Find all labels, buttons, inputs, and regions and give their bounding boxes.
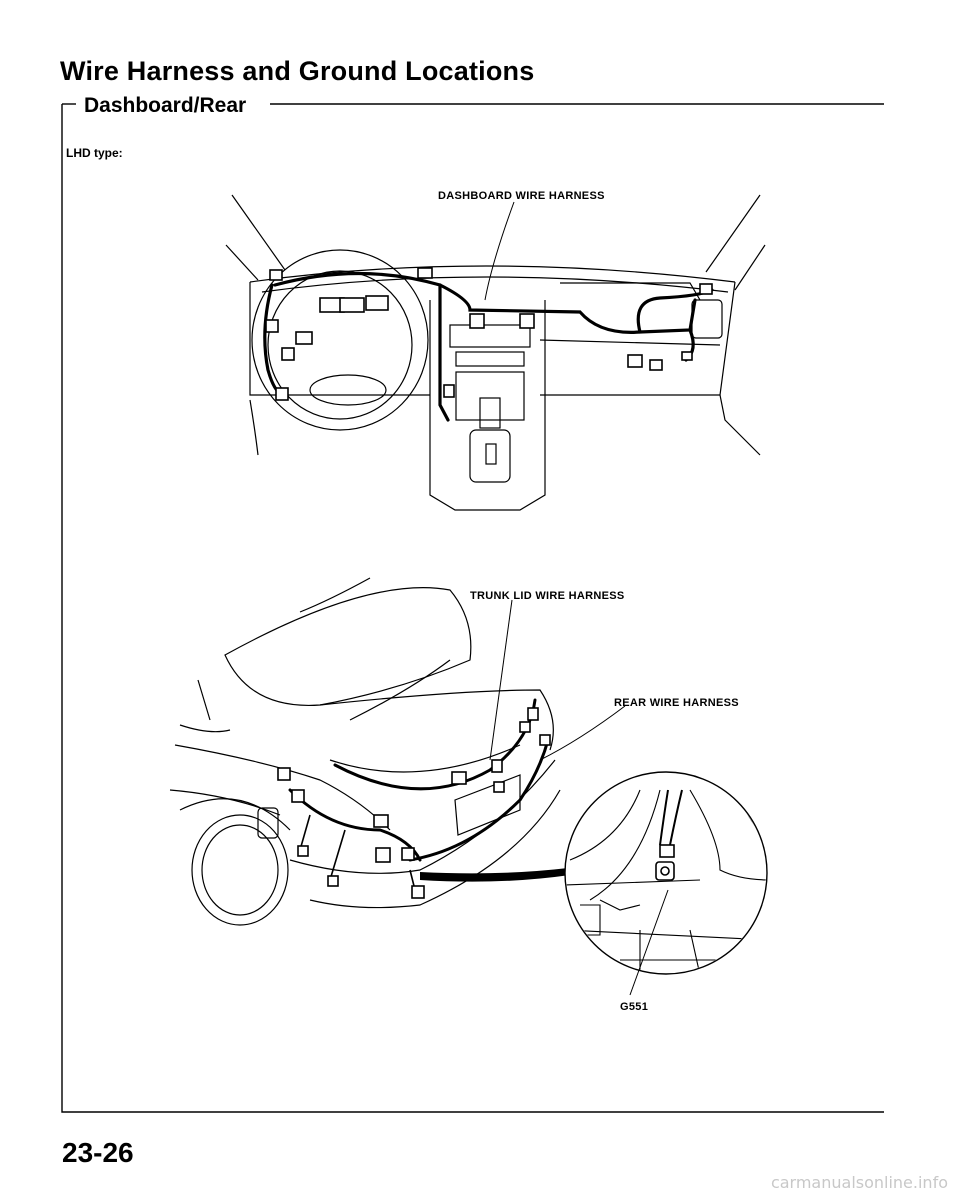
watermark-text: carmanualsonline.info (770, 1173, 948, 1192)
variant-label: LHD type: (66, 146, 123, 160)
page-number: 23-26 (62, 1137, 134, 1168)
callout-ground-g551: G551 (620, 1001, 649, 1013)
callout-rear-wire-harness: REAR WIRE HARNESS (614, 697, 739, 709)
callout-trunk-lid-wire-harness: TRUNK LID WIRE HARNESS (470, 590, 625, 602)
callout-dashboard-wire-harness: DASHBOARD WIRE HARNESS (438, 190, 605, 202)
section-title: Dashboard/Rear (84, 94, 247, 117)
frame-left-bottom-line (61, 104, 884, 1113)
page-title: Wire Harness and Ground Locations (60, 56, 535, 86)
